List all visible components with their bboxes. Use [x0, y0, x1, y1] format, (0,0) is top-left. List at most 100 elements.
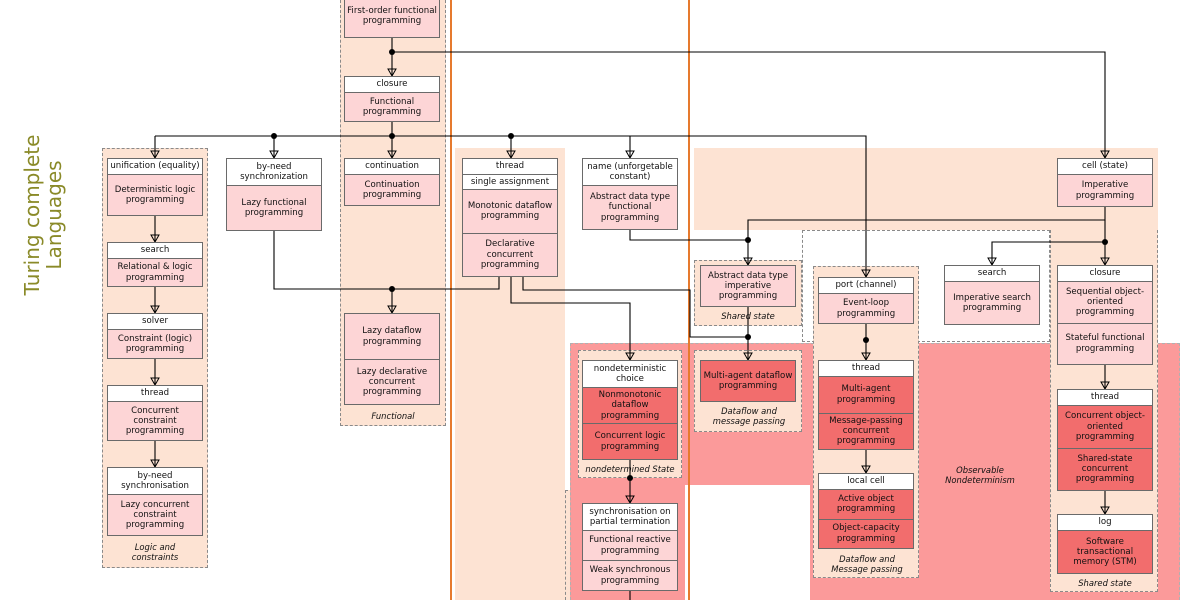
node-paradigm: Constraint (logic) programming	[108, 329, 202, 358]
node-header: by-need synchronisation	[108, 468, 202, 494]
node-event-loop[interactable]: port (channel)Event-loop programming	[818, 277, 914, 324]
node-header: search	[945, 266, 1039, 281]
node-first-order-functional[interactable]: First-order functional programming	[344, 0, 440, 38]
edge-arrowhead	[861, 465, 871, 475]
region-label-nondetermined-state: nondetermined State	[585, 464, 675, 474]
edge-arrowhead	[387, 68, 397, 78]
node-paradigm: First-order functional programming	[345, 0, 439, 37]
edge-junction	[389, 133, 395, 139]
node-header: by-need synchronization	[227, 159, 321, 185]
node-paradigm: Relational & logic programming	[108, 258, 202, 286]
node-header: closure	[1058, 266, 1152, 281]
edge-arrowhead	[1100, 257, 1110, 267]
node-paradigm: Lazy functional programming	[227, 185, 321, 230]
node-multi-agent-dataflow[interactable]: Multi-agent dataflow programming	[700, 360, 796, 402]
node-paradigm: Software transactional memory (STM)	[1058, 530, 1152, 573]
heading-line-1: Turing complete	[20, 134, 44, 296]
edge-junction	[389, 49, 395, 55]
node-paradigm: Abstract data type imperative programmin…	[701, 266, 795, 306]
node-paradigm: Message-passing concurrent programming	[819, 412, 913, 449]
node-paradigm: Stateful functional programming	[1058, 322, 1152, 364]
node-paradigm: Continuation programming	[345, 174, 439, 205]
edge-arrowhead	[387, 305, 397, 315]
node-paradigm: Weak synchronous programming	[583, 560, 677, 590]
node-header: name (unforgetable constant)	[583, 159, 677, 185]
node-paradigm: Lazy declarative concurrent programming	[345, 359, 439, 404]
region-label-dataflow-message-passing: Dataflow and message passing	[712, 406, 786, 427]
node-header: thread	[819, 361, 913, 376]
node-paradigm: Lazy concurrent constraint programming	[108, 494, 202, 535]
node-paradigm: Shared-state concurrent programming	[1058, 447, 1152, 490]
edge-arrowhead	[743, 352, 753, 362]
node-header: nondeterministic choice	[583, 361, 677, 387]
edge-arrowhead	[861, 352, 871, 362]
edge-to-imperative	[392, 51, 1106, 158]
edge-arrowhead	[625, 495, 635, 505]
node-paradigm: Deterministic logic programming	[108, 174, 202, 215]
edge-arrowhead	[1100, 381, 1110, 391]
node-header: cell (state)	[1058, 159, 1152, 174]
node-header: single assignment	[463, 174, 557, 189]
node-paradigm: Abstract data type functional programmin…	[583, 185, 677, 229]
node-paradigm: Imperative programming	[1058, 174, 1152, 206]
node-abstract-data-type-functional[interactable]: name (unforgetable constant)Abstract dat…	[582, 158, 678, 230]
node-header: closure	[345, 77, 439, 92]
node-paradigm: Nonmonotonic dataflow programming	[583, 387, 677, 423]
edge-arrowhead	[1100, 506, 1110, 516]
node-paradigm: Concurrent logic programming	[583, 423, 677, 459]
edge-arrowhead	[150, 150, 160, 160]
edge-arrowhead	[150, 459, 160, 469]
region-label-dataflow-message-passing-2: Dataflow and Message passing	[831, 554, 903, 575]
region-label-shared-state-2: Shared state	[1078, 578, 1132, 588]
edge-bus-to-port	[860, 135, 867, 277]
edge-arrowhead	[987, 257, 997, 267]
node-imperative-programming[interactable]: cell (state)Imperative programming	[1057, 158, 1153, 207]
node-paradigm: Functional reactive programming	[583, 530, 677, 560]
node-header: local cell	[819, 474, 913, 489]
node-header: thread	[108, 386, 202, 401]
node-header: synchronisation on partial termination	[583, 504, 677, 530]
edge-junction	[627, 475, 633, 481]
edge-adt-to-adti	[629, 230, 749, 265]
node-paradigm: Declarative concurrent programming	[463, 232, 557, 276]
edge-lazy-join	[273, 231, 500, 290]
region-label-functional: Functional	[371, 411, 415, 421]
edge-arrowhead	[150, 234, 160, 244]
edge-to-nondet	[510, 277, 631, 360]
node-paradigm: Imperative search programming	[945, 281, 1039, 324]
edge-arrowhead	[150, 305, 160, 315]
edge-arrowhead	[625, 150, 635, 160]
edge-arrowhead	[269, 150, 279, 160]
node-abstract-data-type-imperative[interactable]: Abstract data type imperative programmin…	[700, 265, 796, 307]
edge-arrowhead	[625, 352, 635, 362]
edge-arrowhead	[506, 150, 516, 160]
edge-arrowhead	[861, 269, 871, 279]
region-white-gap	[685, 485, 810, 600]
edge-arrowhead	[743, 257, 753, 267]
node-paradigm: Multi-agent dataflow programming	[701, 361, 795, 401]
region-label-shared-state-1: Shared state	[721, 311, 775, 321]
node-paradigm: Sequential object-oriented programming	[1058, 281, 1152, 323]
node-header: log	[1058, 515, 1152, 530]
heading-line-2: Languages	[42, 160, 66, 270]
node-deterministic-logic[interactable]: unification (equality)Deterministic logi…	[107, 158, 203, 216]
node-header: unification (equality)	[108, 159, 202, 174]
